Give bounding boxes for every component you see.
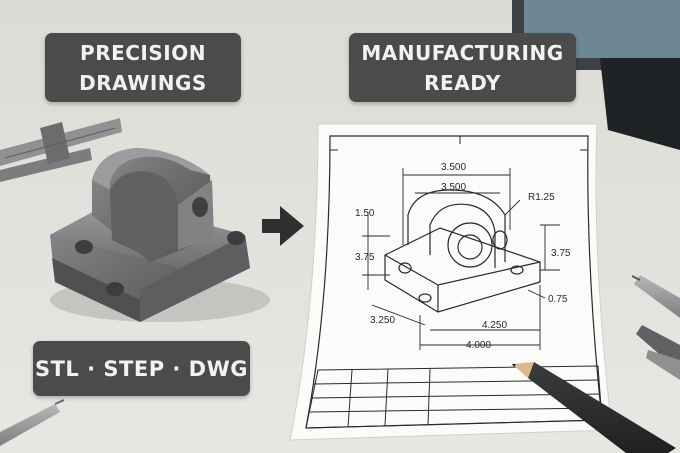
caliper-tool — [0, 118, 122, 182]
dim-hole-dia: 0.75 — [548, 294, 568, 305]
right-arrow-icon — [262, 206, 304, 246]
badge-line-1: MANUFACTURING — [361, 40, 564, 65]
dim-left-offset: 1.50 — [355, 208, 375, 219]
file-formats-badge: STL · STEP · DWG — [33, 341, 250, 396]
pencil — [512, 362, 676, 453]
drawing-sheet: 3.500 3.500 R1.25 1.50 3.75 3.75 0.75 3.… — [289, 123, 613, 441]
badge-line-1: PRECISION — [80, 40, 206, 65]
manufacturing-ready-badge: MANUFACTURING READY — [349, 33, 576, 102]
pen-bottom-left — [0, 399, 65, 446]
badge-line-2: DRAWINGS — [79, 70, 207, 95]
dim-top-inner: 3.500 — [441, 182, 466, 193]
badge-line-2: READY — [424, 70, 501, 95]
metal-part — [50, 148, 270, 322]
dimension-lines — [362, 168, 560, 350]
precision-drawings-badge: PRECISION DRAWINGS — [45, 33, 241, 102]
dim-base-depth: 4.250 — [482, 320, 507, 331]
part-isometric — [384, 189, 541, 313]
formats-text: STL · STEP · DWG — [34, 356, 249, 381]
dim-left-height: 3.75 — [355, 252, 375, 263]
monitor — [512, 0, 680, 150]
dim-right-height: 3.75 — [551, 248, 571, 259]
dim-radius: R1.25 — [528, 192, 555, 203]
dim-top-outer: 3.500 — [441, 162, 466, 173]
pens — [631, 275, 680, 380]
dim-base-diag: 3.250 — [370, 315, 395, 326]
dim-base-width: 4.000 — [466, 340, 491, 351]
